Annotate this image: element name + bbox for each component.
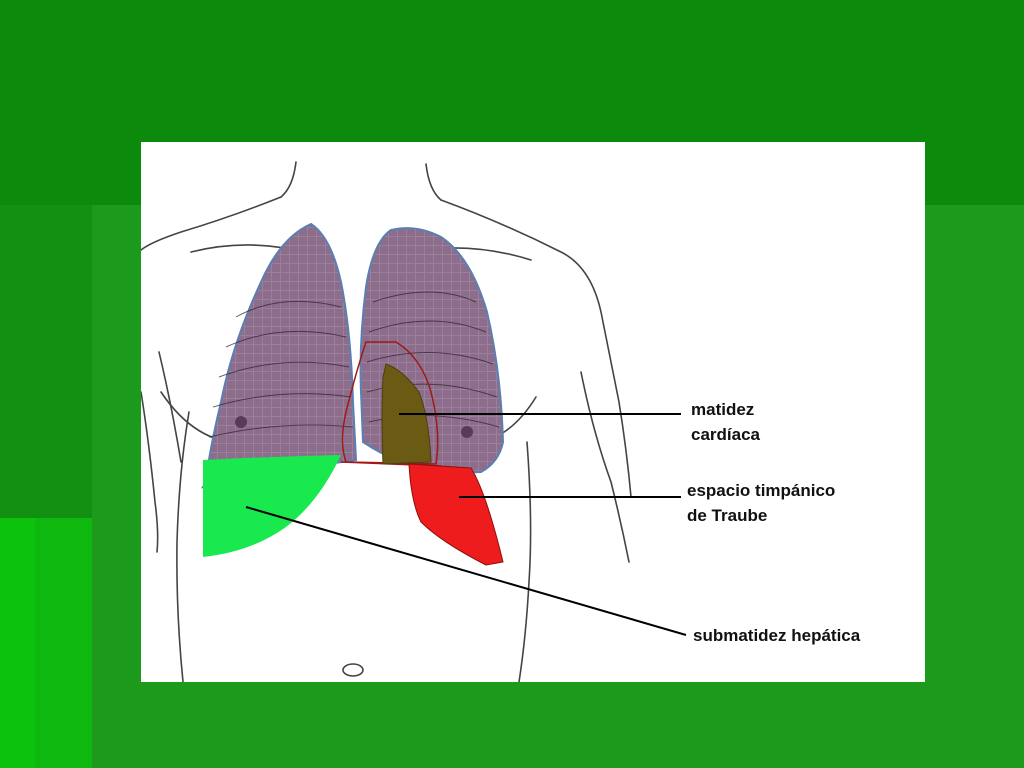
cardiac-label-line1: matidez (691, 400, 755, 419)
neck-right (425, 163, 442, 201)
nipple-left (461, 426, 473, 438)
lung-right (200, 222, 358, 489)
neck-left (280, 161, 297, 198)
flank-right (518, 441, 532, 682)
nipple-right (235, 416, 247, 428)
shoulder-right (440, 199, 632, 498)
background-band-bottom-left (35, 518, 92, 768)
thorax-figure: matidez cardíaca espacio timpánico de Tr… (141, 142, 925, 682)
traube-space-label: espacio timpánico de Traube (687, 478, 835, 528)
rib-lines (208, 291, 500, 438)
arm-left-inner (158, 351, 182, 463)
hepatic-leader-line (245, 506, 687, 636)
hepatic-submatidez-area (203, 455, 341, 557)
traube-label-line2: de Traube (687, 506, 768, 525)
pericardium-outline (341, 341, 439, 465)
traube-space-area (408, 463, 504, 566)
cardiac-dullness-label: matidez cardíaca (691, 397, 760, 447)
shoulder-left (141, 196, 282, 251)
hepatic-submatidez-label: submatidez hepática (693, 623, 860, 648)
flank-left (176, 411, 190, 682)
hepatic-label-line1: submatidez hepática (693, 626, 861, 645)
background-band-bottom-edge (0, 518, 35, 768)
cardiac-label-line2: cardíaca (691, 425, 760, 444)
arm-right-inner (580, 371, 630, 563)
arm-left-outer (141, 391, 159, 553)
traube-label-line1: espacio timpánico (687, 481, 836, 500)
navel (342, 663, 364, 677)
body-outline (141, 161, 632, 682)
thorax-illustration (141, 161, 687, 682)
